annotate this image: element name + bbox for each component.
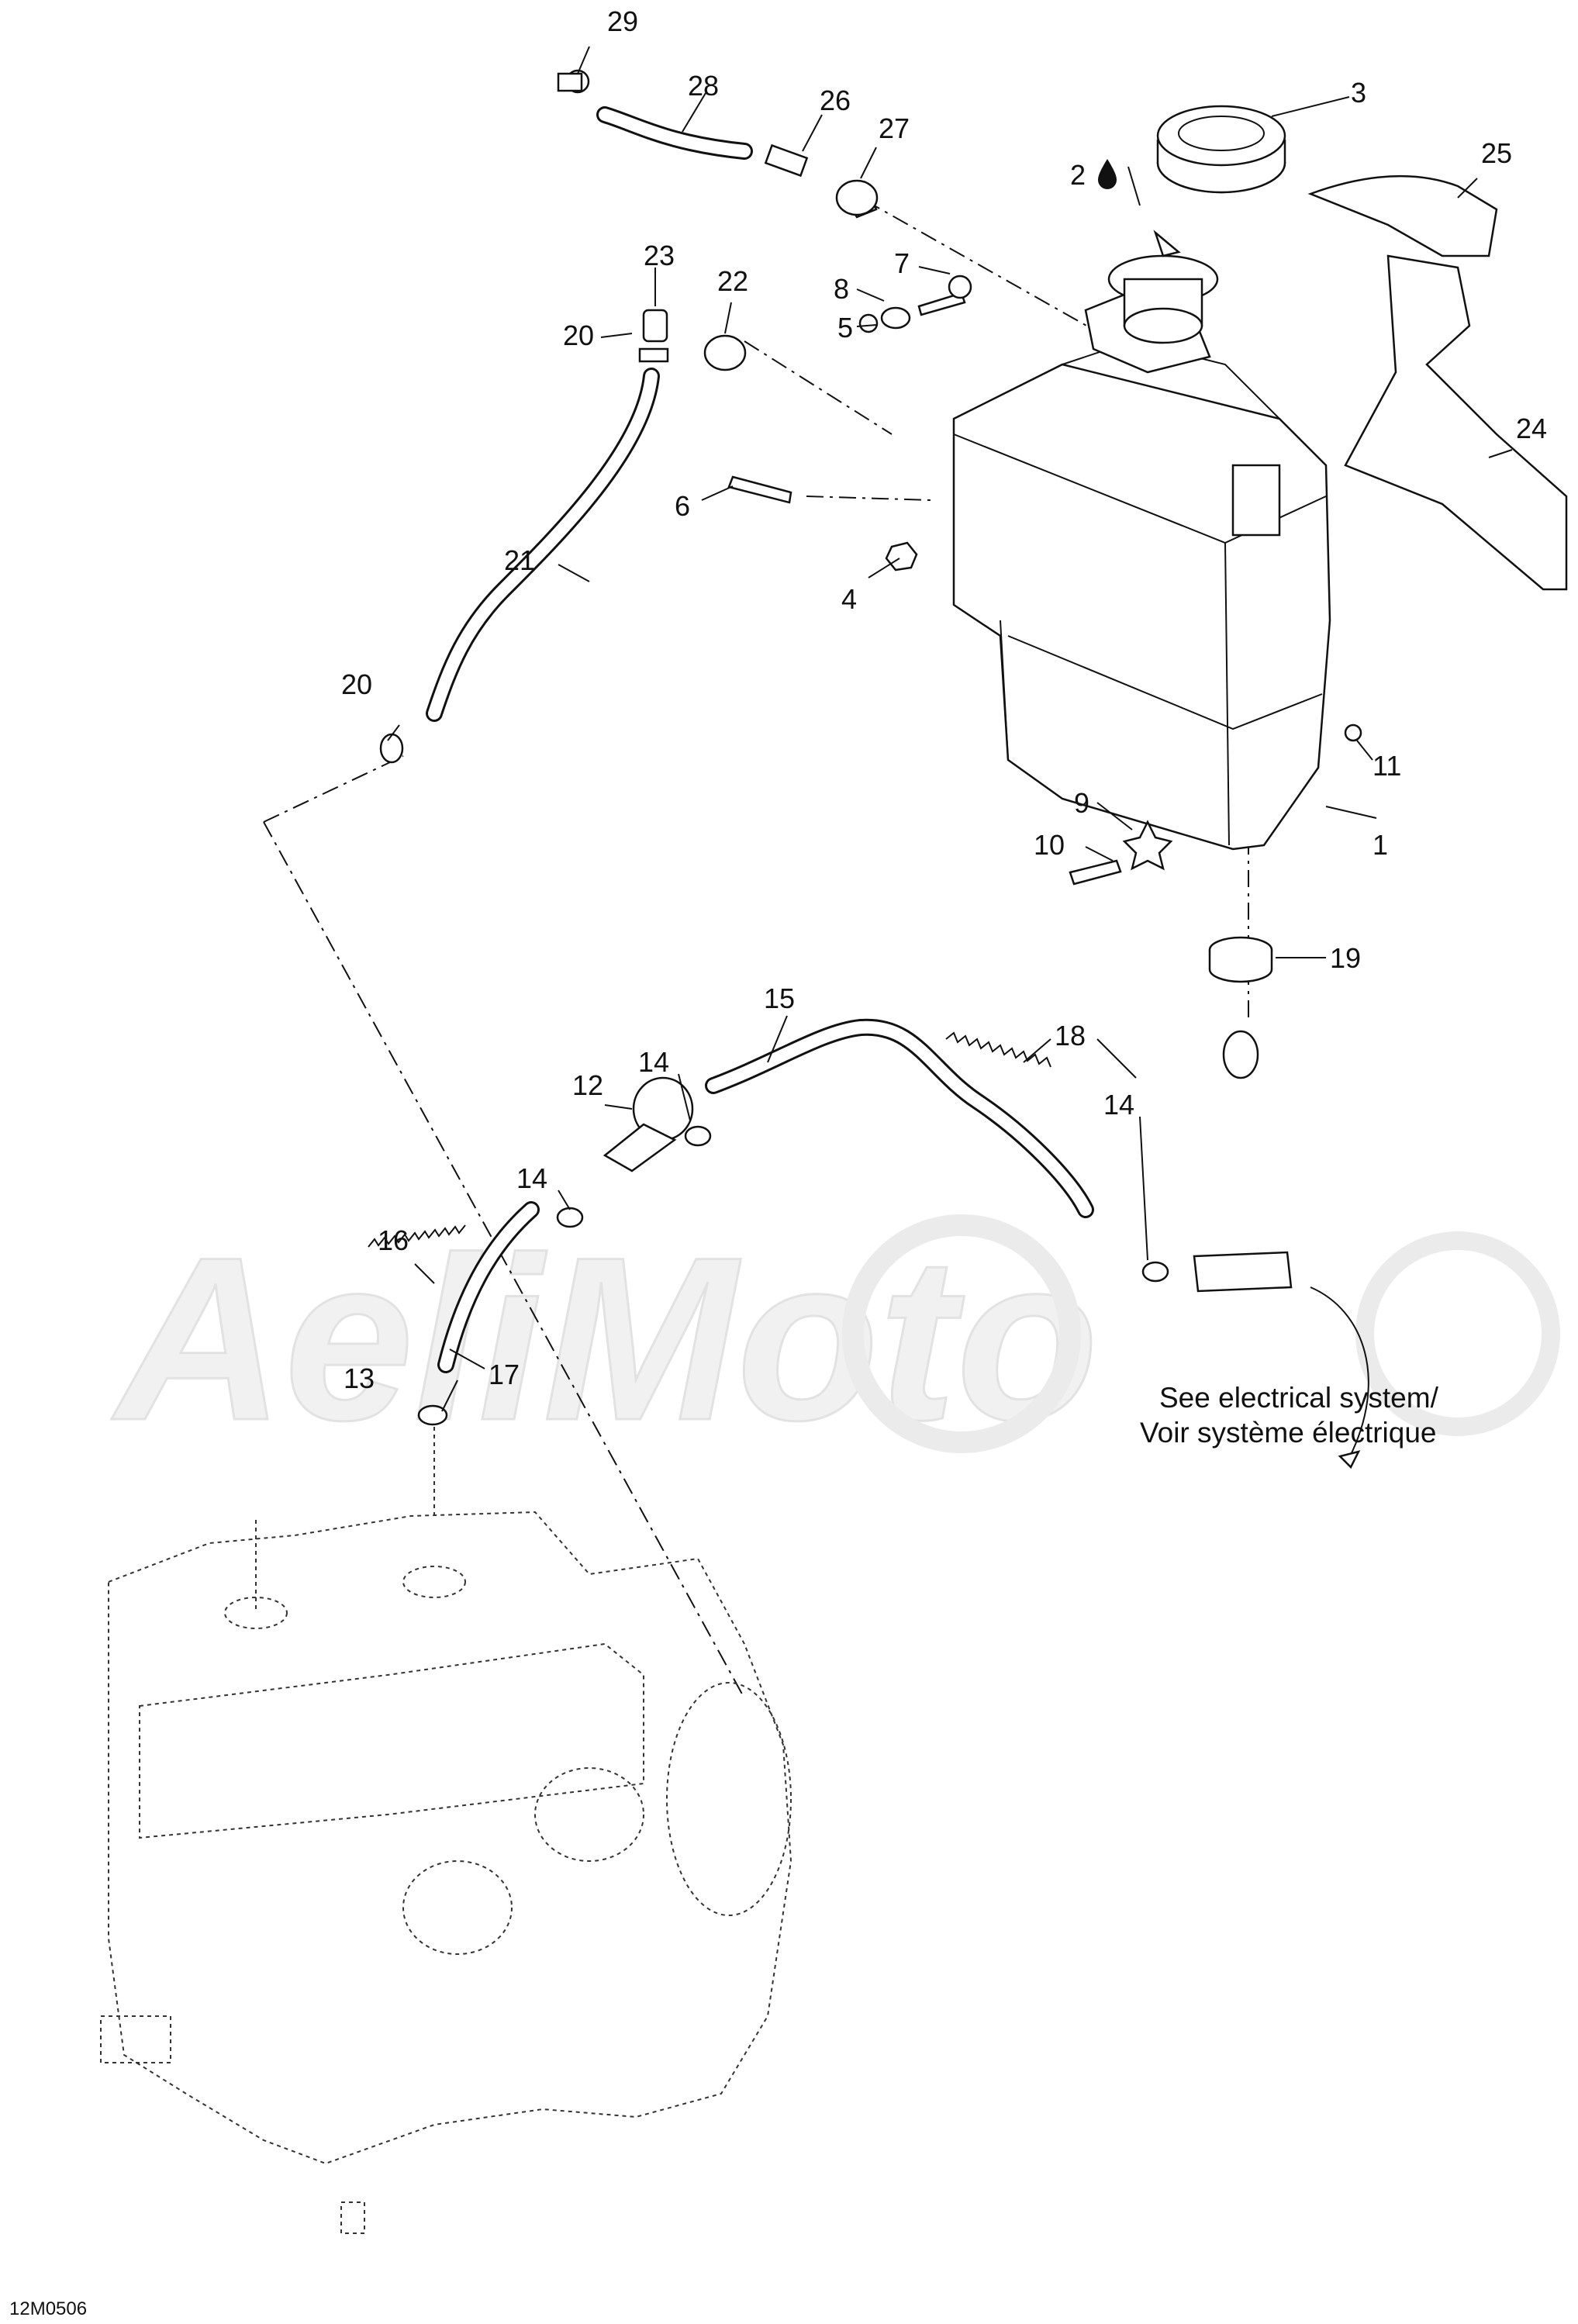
callout-15: 15 <box>764 982 795 1014</box>
oil-tank <box>952 254 1331 851</box>
tank-cap <box>1156 105 1286 194</box>
callout-1: 1 <box>1373 829 1388 861</box>
callout-13: 13 <box>344 1362 375 1394</box>
heat-shield <box>1307 174 1568 591</box>
electrical-note-line1: See electrical system/ <box>1159 1382 1439 1414</box>
callout-29: 29 <box>607 5 638 37</box>
callout-14b: 14 <box>516 1162 547 1194</box>
callout-24: 24 <box>1516 413 1547 444</box>
callout-22: 22 <box>717 265 748 297</box>
callout-19: 19 <box>1330 942 1361 974</box>
callout-4: 4 <box>841 583 857 615</box>
drawing-code: 12M0506 <box>9 2298 87 2319</box>
callout-10: 10 <box>1034 829 1065 861</box>
callout-2: 2 <box>1070 159 1086 191</box>
callout-labels: 1 2 3 4 5 6 7 8 9 10 11 12 13 14 14 14 1… <box>341 5 1547 1394</box>
callout-9: 9 <box>1074 787 1089 819</box>
callout-21: 21 <box>504 544 535 576</box>
alignment-lines <box>263 199 1249 1699</box>
callout-20b: 20 <box>341 668 372 700</box>
callout-16: 16 <box>378 1224 409 1256</box>
oil-drop-icon <box>1098 159 1117 189</box>
hoses <box>426 106 1094 1373</box>
watermark: AeliMoto <box>108 1207 1560 1470</box>
callout-18: 18 <box>1055 1020 1086 1051</box>
callout-leaders <box>387 46 1513 1469</box>
callout-23: 23 <box>644 240 675 271</box>
callout-3: 3 <box>1351 77 1366 109</box>
callout-5: 5 <box>837 312 853 344</box>
small-parts <box>379 69 1362 1426</box>
watermark-text: AeliMoto <box>109 1208 1099 1469</box>
callout-12: 12 <box>572 1069 603 1101</box>
callout-17: 17 <box>489 1359 520 1390</box>
callout-8: 8 <box>834 273 849 305</box>
callout-14c: 14 <box>1103 1089 1134 1121</box>
callout-25: 25 <box>1481 137 1512 169</box>
callout-14a: 14 <box>638 1046 669 1078</box>
springs <box>368 1031 1051 1248</box>
callout-27: 27 <box>879 112 910 144</box>
engine-block <box>100 1427 792 2234</box>
callout-28: 28 <box>688 70 719 102</box>
callout-7: 7 <box>894 247 910 279</box>
callout-26: 26 <box>820 85 851 116</box>
callout-6: 6 <box>675 490 690 522</box>
callout-20a: 20 <box>563 319 594 351</box>
callout-11: 11 <box>1373 750 1401 782</box>
electrical-note-line2: Voir système électrique <box>1140 1417 1437 1449</box>
